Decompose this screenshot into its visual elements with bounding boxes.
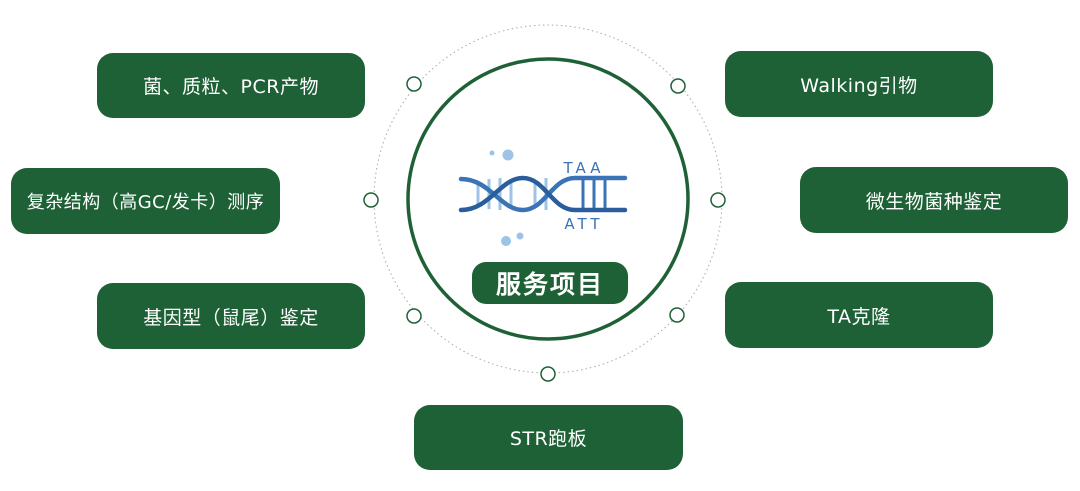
service-item-str[interactable]: STR跑板 bbox=[414, 405, 683, 470]
connector-dot bbox=[363, 192, 379, 208]
connector-dot bbox=[670, 78, 686, 94]
dna-helix-icon: TAA ATT bbox=[458, 149, 628, 246]
connector-dot bbox=[540, 366, 556, 382]
dna-bottom-label: ATT bbox=[564, 215, 603, 233]
connector-dot bbox=[406, 76, 422, 92]
service-item-complex-structure[interactable]: 复杂结构（高GC/发卡）测序 bbox=[11, 168, 280, 234]
service-item-genotyping[interactable]: 基因型（鼠尾）鉴定 bbox=[97, 283, 365, 349]
center-title: 服务项目 bbox=[472, 262, 628, 304]
dna-top-label: TAA bbox=[563, 159, 605, 177]
service-item-walking-primer[interactable]: Walking引物 bbox=[725, 51, 993, 117]
connector-dot bbox=[669, 307, 685, 323]
service-item-plasmid-pcr[interactable]: 菌、质粒、PCR产物 bbox=[97, 53, 365, 118]
connector-dot bbox=[710, 192, 726, 208]
connector-dot bbox=[406, 308, 422, 324]
service-item-microbe-id[interactable]: 微生物菌种鉴定 bbox=[800, 167, 1068, 233]
service-item-ta-cloning[interactable]: TA克隆 bbox=[725, 282, 993, 348]
